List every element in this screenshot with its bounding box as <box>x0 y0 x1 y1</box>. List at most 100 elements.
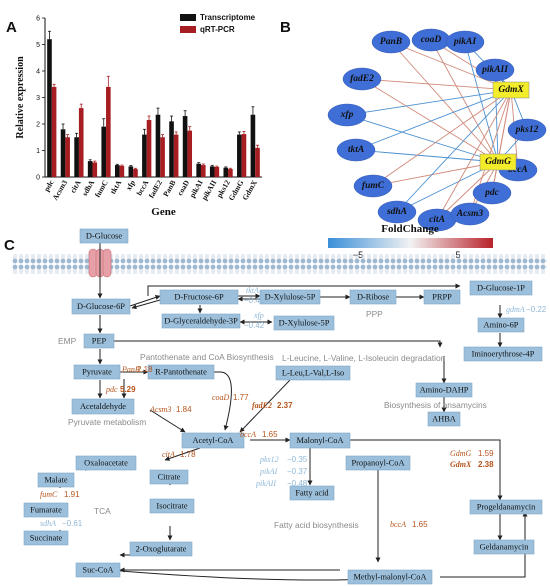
svg-text:bccA: bccA <box>240 430 256 439</box>
legend-swatch <box>180 14 196 21</box>
network-edge <box>361 78 499 163</box>
svg-text:Fatty acid: Fatty acid <box>295 489 329 498</box>
svg-text:Citrate: Citrate <box>158 473 181 482</box>
node-ellipse <box>450 202 490 226</box>
colorbar-gradient <box>328 238 493 248</box>
svg-text:D-Glyceraldehyde-3P: D-Glyceraldehyde-3P <box>164 317 238 326</box>
colorbar-title: FoldChange <box>381 223 439 235</box>
svg-text:1.78: 1.78 <box>180 450 196 459</box>
legend-label: Transcriptome <box>200 13 256 22</box>
network-edge <box>497 89 512 163</box>
gene-pikai: pikAI−0.37 <box>259 467 308 476</box>
svg-text:L-Leu,L-Val,L-Iso: L-Leu,L-Val,L-Iso <box>282 369 344 378</box>
label-leucine: L-Leucine, L-Valine, L-Isoleucin degrada… <box>282 353 446 363</box>
metabolite-d-glucose: D-Glucose <box>79 228 129 244</box>
label-pantothenate: Pantothenate and CoA Biosynthesis <box>140 352 274 362</box>
metabolite-fumarate: Fumarate <box>23 502 69 518</box>
svg-text:GdmG: GdmG <box>450 449 472 458</box>
svg-text:D-Glucose-6P: D-Glucose-6P <box>77 302 125 311</box>
metabolite-malonyl-coa: Malonyl-CoA <box>289 432 351 449</box>
network-node-panb: PanB <box>371 30 411 54</box>
svg-text:fumC: fumC <box>40 490 58 499</box>
network-edge <box>355 89 512 151</box>
network-edge <box>372 89 512 187</box>
network-edge <box>390 41 499 163</box>
svg-text:Fumarate: Fumarate <box>30 506 62 515</box>
bar-transcriptome <box>114 165 120 177</box>
svg-text:tktA: tktA <box>246 286 259 295</box>
svg-text:pikAI: pikAI <box>259 467 278 476</box>
metabolite-d-xylulose-5p-2: D-Xylulose-5P <box>273 315 335 331</box>
svg-text:PRPP: PRPP <box>432 293 452 302</box>
legend-swatch <box>180 26 196 33</box>
hub-label: GdmX <box>498 85 524 95</box>
metabolite-geldanamycin: Geldanamycin <box>473 539 535 555</box>
network-node-acsm3: Acsm3 <box>450 202 490 226</box>
svg-text:coaD: coaD <box>212 393 230 402</box>
metabolite-acetyl-coa: Acetyl-CoA <box>181 432 245 449</box>
network-edge <box>430 39 499 163</box>
svg-text:fadE2: fadE2 <box>252 401 272 410</box>
network-edge <box>464 41 499 163</box>
network-node-fumc: fumC <box>353 174 393 198</box>
node-label: bccA <box>508 165 528 175</box>
node-label: pikAII <box>481 65 508 75</box>
network-node-coad: coaD <box>411 28 451 52</box>
node-label: citA <box>429 215 445 225</box>
network-edge <box>436 89 512 221</box>
svg-text:Suc-CoA: Suc-CoA <box>82 566 113 575</box>
metabolite-d-glyceraldehyde-3p: D-Glyceraldehyde-3P <box>161 313 241 329</box>
network-edge <box>346 89 512 116</box>
metabolite-r-pantothenate: R-Pantothenate <box>147 364 215 380</box>
metabolite-pep: PEP <box>83 333 115 349</box>
svg-text:D-Glucose: D-Glucose <box>86 232 123 241</box>
panel-label-b: B <box>280 19 291 36</box>
node-label: pks12 <box>515 125 539 135</box>
metabolite-d-ribose: D-Ribose <box>349 289 397 305</box>
svg-text:−0.22: −0.22 <box>526 305 547 314</box>
metabolite-oxaloacetate: Oxaloacetate <box>75 455 137 471</box>
y-tick-label: 2 <box>36 122 40 129</box>
gene-gdma: gdmA−0.22 <box>506 305 547 314</box>
bar-qrt-pcr <box>255 147 260 177</box>
metabolite-l-leu-l-val-l-iso: L-Leu,L-Val,L-Iso <box>275 365 351 381</box>
node-label: fadE2 <box>350 74 374 84</box>
gene-pks12: pks12−0.35 <box>259 455 308 464</box>
y-tick-label: 6 <box>36 16 40 23</box>
y-tick-label: 0 <box>36 175 40 182</box>
bar-qrt-pcr <box>241 134 247 177</box>
svg-text:Iminoerythrose-4P: Iminoerythrose-4P <box>472 350 535 359</box>
x-axis-label: Gene <box>151 206 176 218</box>
svg-text:Propanoyl-CoA: Propanoyl-CoA <box>351 459 404 468</box>
svg-text:GdmX: GdmX <box>450 460 472 469</box>
metabolite-malate: Malate <box>37 472 75 488</box>
network-hub-gdmx: GdmX <box>492 81 530 99</box>
svg-text:Acsm3: Acsm3 <box>149 405 171 414</box>
svg-text:pikAII: pikAII <box>255 479 276 488</box>
network-edge <box>396 89 512 213</box>
bar-transcriptome <box>128 166 134 177</box>
hub-label: GdmG <box>485 157 511 167</box>
legend-label: qRT-PCR <box>200 25 235 34</box>
network-edge <box>361 78 512 91</box>
network-edge <box>355 149 499 163</box>
network-edge <box>390 41 512 91</box>
metabolite-acetaldehyde: Acetaldehyde <box>71 398 135 415</box>
bar-transcriptome <box>101 126 107 177</box>
node-label: xfp <box>340 110 354 120</box>
bar-transcriptome <box>209 166 215 177</box>
svg-text:Succinate: Succinate <box>30 534 63 543</box>
bar-transcriptome <box>196 163 201 177</box>
svg-text:2.18: 2.18 <box>137 365 153 374</box>
svg-text:Amino-6P: Amino-6P <box>484 321 519 330</box>
y-tick-label: 5 <box>36 42 40 49</box>
network-edge <box>436 161 499 221</box>
svg-text:pks12: pks12 <box>259 455 279 464</box>
bar-qrt-pcr <box>200 165 206 177</box>
bar-transcriptome <box>74 137 79 177</box>
panel-c: C <box>4 228 547 585</box>
